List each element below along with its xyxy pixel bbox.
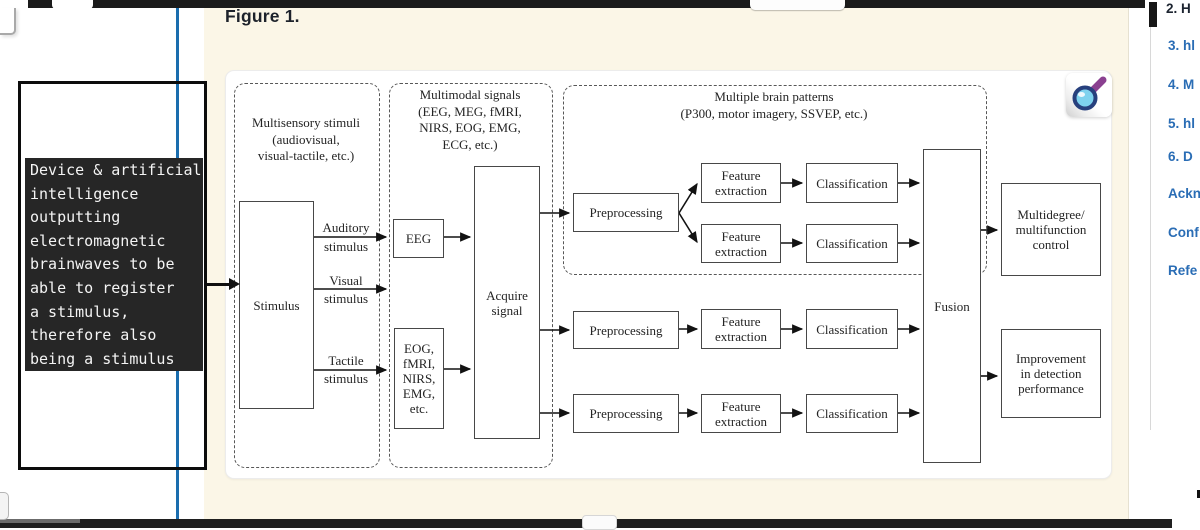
group-multiple-brain-patterns — [563, 85, 987, 275]
group-multimodal-signals — [389, 83, 553, 468]
sidebar-item-references[interactable]: Refe — [1168, 263, 1198, 278]
top-bar-notch — [750, 0, 845, 10]
group-title-multimodal: Multimodal signals (EEG, MEG, fMRI, NIRS… — [418, 87, 522, 152]
sidebar-item-conflicts[interactable]: Conf — [1168, 225, 1199, 240]
right-edge-mark — [1197, 490, 1200, 498]
box-eeg: EEG — [393, 219, 444, 258]
bottom-bar-grey-segment — [0, 519, 80, 523]
box-classification-2: Classification — [806, 224, 898, 263]
magnifier-zoom-icon — [1072, 76, 1107, 111]
flow-arrows — [314, 178, 999, 418]
box-preprocessing-2: Preprocessing — [573, 311, 679, 349]
annotation-frame — [18, 81, 207, 470]
left-edge-tab — [0, 492, 9, 520]
top-bar-notch — [52, 0, 93, 9]
sidebar-scroll-thumb[interactable] — [1149, 2, 1157, 27]
box-multidegree-control: Multidegree/ multifunction control — [1001, 183, 1101, 276]
group-title-patterns: Multiple brain patterns (P300, motor ima… — [680, 89, 868, 121]
edge-label-tactile: Tactile — [328, 353, 364, 368]
box-classification-1: Classification — [806, 163, 898, 203]
annotation-arrow-line — [207, 283, 230, 286]
sidebar-item-section-2[interactable]: 2. H — [1166, 1, 1191, 16]
sidebar-divider — [1150, 8, 1151, 430]
annotation-arrow-head — [229, 278, 240, 290]
sidebar-item-acknowledgments[interactable]: Ackn — [1168, 186, 1200, 201]
edge-label-visual: Visual — [329, 273, 363, 288]
box-other-signals: EOG, fMRI, NIRS, EMG, etc. — [394, 328, 444, 429]
box-improvement: Improvement in detection performance — [1001, 329, 1101, 418]
edge-label-auditory-stimulus: stimulus — [323, 239, 369, 254]
sidebar-item-section-5[interactable]: 5. hl — [1168, 116, 1196, 131]
box-classification-4: Classification — [806, 394, 898, 433]
box-feature-extraction-2: Feature extraction — [701, 224, 781, 263]
box-acquire-signal: Acquire signal — [474, 166, 540, 439]
box-feature-extraction-4: Feature extraction — [701, 394, 781, 433]
left-edge-tab — [0, 8, 16, 35]
box-fusion: Fusion — [923, 149, 981, 463]
box-preprocessing-3: Preprocessing — [573, 394, 679, 433]
box-classification-3: Classification — [806, 309, 898, 349]
annotation-text: Device & artificial intelligence outputt… — [25, 158, 203, 371]
box-preprocessing-1: Preprocessing — [573, 193, 679, 232]
sidebar-item-section-3[interactable]: 3. hl — [1168, 38, 1196, 53]
top-bar — [28, 0, 1145, 8]
sidebar-item-section-6[interactable]: 6. D — [1168, 149, 1193, 164]
group-multisensory-stimuli — [234, 83, 380, 468]
figure-caption-title: Figure 1. — [225, 6, 300, 26]
edge-label-tactile-stimulus: stimulus — [323, 371, 369, 386]
figure-zoom-button[interactable] — [1066, 73, 1112, 117]
sidebar-item-section-4[interactable]: 4. M — [1168, 77, 1195, 92]
box-stimulus: Stimulus — [239, 201, 314, 409]
box-feature-extraction-3: Feature extraction — [701, 309, 781, 349]
edge-label-auditory: Auditory — [322, 220, 370, 235]
edge-label-visual-stimulus: stimulus — [323, 291, 369, 306]
box-feature-extraction-1: Feature extraction — [701, 163, 781, 203]
group-title-multisensory: Multisensory stimuli (audiovisual, visua… — [252, 115, 360, 163]
figure-panel: Multisensory stimuli (audiovisual, visua… — [225, 70, 1112, 479]
